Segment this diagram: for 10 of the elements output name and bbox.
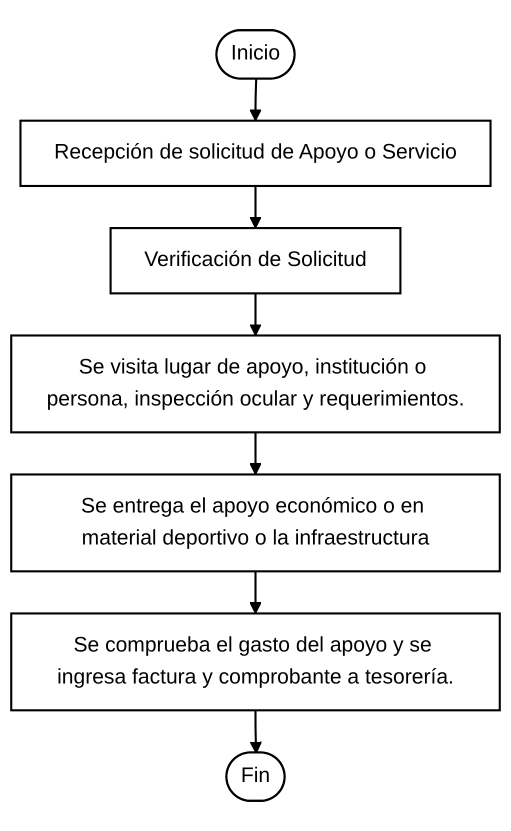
arrow [249, 571, 262, 614]
arrow [249, 293, 262, 336]
node-box: Recepción de solicitud de Apoyo o Servicio [19, 120, 492, 188]
node-box: Se visita lugar de apoyo, institución o persona, inspección ocular y requerimientos. [10, 334, 501, 434]
arrow [249, 79, 262, 122]
node-box: Verificación de Solicitud [110, 227, 402, 294]
arrow [249, 432, 262, 476]
node-box: Se entrega el apoyo económico o en material deportivo o la infraestructura [10, 473, 501, 572]
arrow [249, 186, 262, 229]
node-box: Se comprueba el gasto del apoyo y se ingresa factura y comprobante a tesorería. [10, 612, 501, 712]
